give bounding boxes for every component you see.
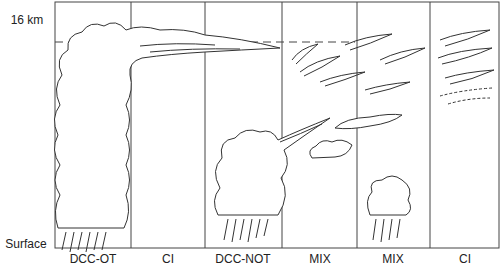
column-label: MIX [382,252,403,266]
mix-cumulus [367,176,410,215]
height-label: 16 km [11,13,44,27]
panel-frame [55,2,499,248]
mix-thin-cloud [335,114,402,128]
mix-small-cloud [310,140,352,158]
height-label: Surface [5,237,46,251]
column-label: DCC-OT [70,252,117,266]
rain-lines [62,219,400,252]
column-label: DCC-NOT [215,252,270,266]
cirrus-streaks [292,30,494,104]
cloud-shapes [54,23,410,228]
column-label: CI [459,252,471,266]
column-label: MIX [309,252,330,266]
column-label: CI [162,252,174,266]
dcc-not-cloud [214,118,330,215]
